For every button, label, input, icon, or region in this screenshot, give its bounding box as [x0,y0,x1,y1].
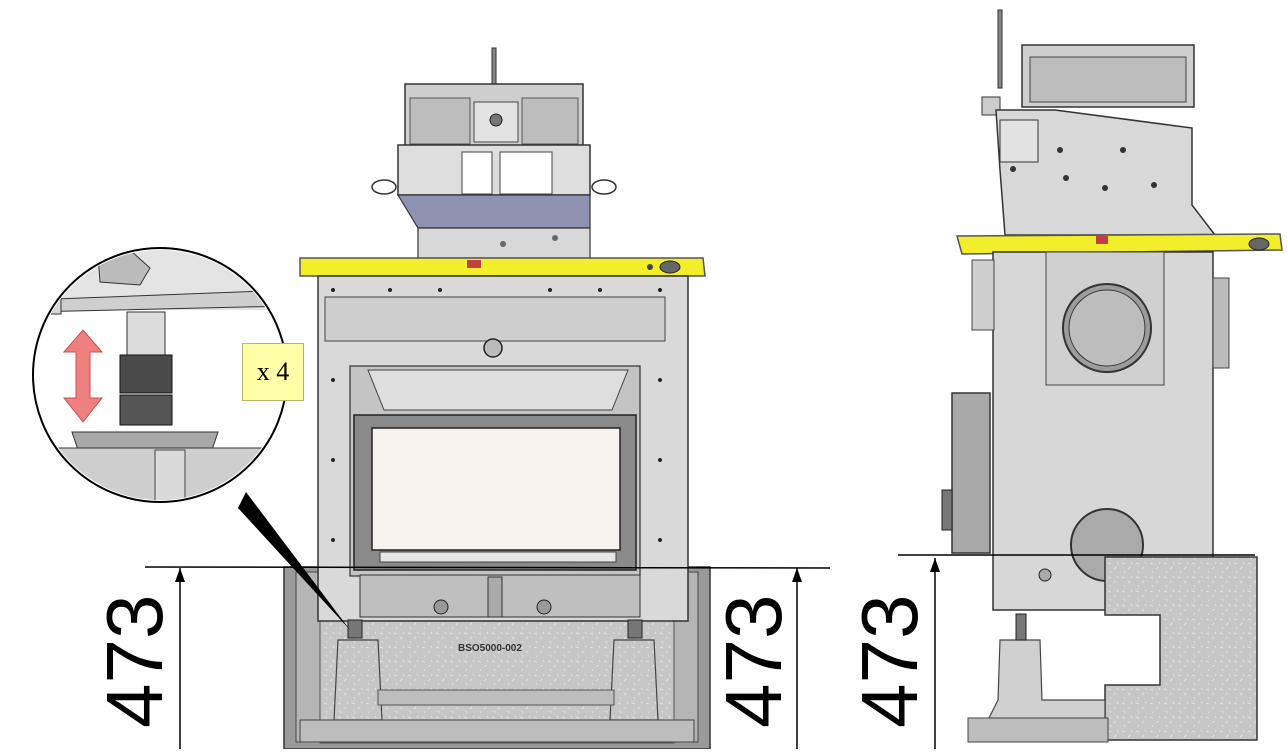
leveling-foot-detail [32,247,350,630]
stove-body-front [317,275,689,639]
side-view [941,9,1283,743]
height-adjust-arrow-icon [62,329,104,423]
dimension-lines [144,554,1255,749]
top-box-front [371,47,617,259]
callout-pointer [238,492,350,630]
dimension-center-height: 473 [709,595,798,728]
side-concrete-base [967,556,1258,743]
level-bar-front [299,257,706,277]
dimension-left-height: 473 [90,595,179,728]
dimension-side-height: 473 [845,595,934,728]
base-model-code: BSO5000-002 [458,643,522,654]
front-view: BSO5000-002 [283,47,711,750]
dimension-arrows [175,558,940,582]
quantity-label: x 4 [242,343,304,401]
